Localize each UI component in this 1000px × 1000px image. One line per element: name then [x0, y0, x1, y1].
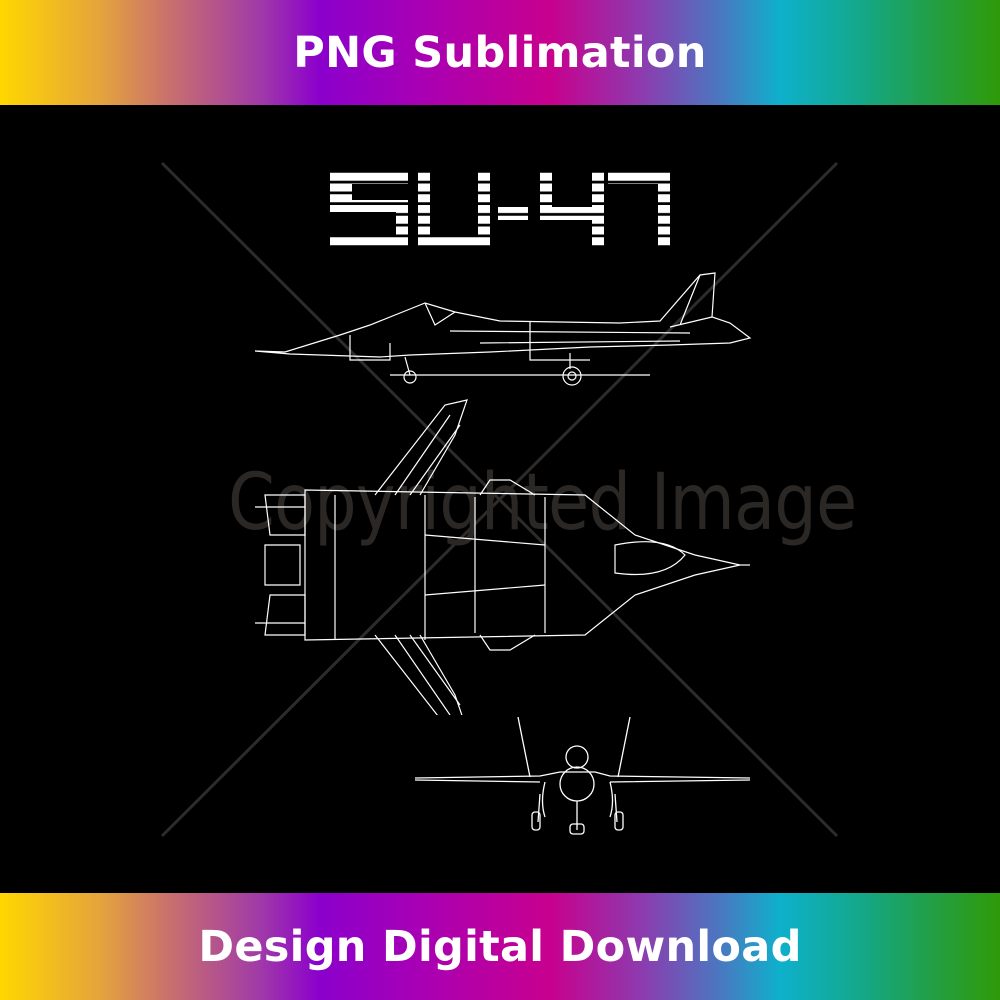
header-banner-label: PNG Sublimation: [293, 27, 707, 78]
footer-banner: Design Digital Download: [0, 893, 1000, 1000]
top-view-drawing: [255, 399, 750, 715]
artwork-title: SU-47: [330, 162, 670, 248]
watermark-text: Copyrighted Image: [228, 458, 857, 548]
side-view-drawing: [254, 272, 752, 386]
title-stencil: [330, 162, 670, 248]
footer-banner-label: Design Digital Download: [198, 921, 802, 972]
header-banner: PNG Sublimation: [0, 0, 1000, 105]
front-view-drawing: [414, 716, 751, 835]
